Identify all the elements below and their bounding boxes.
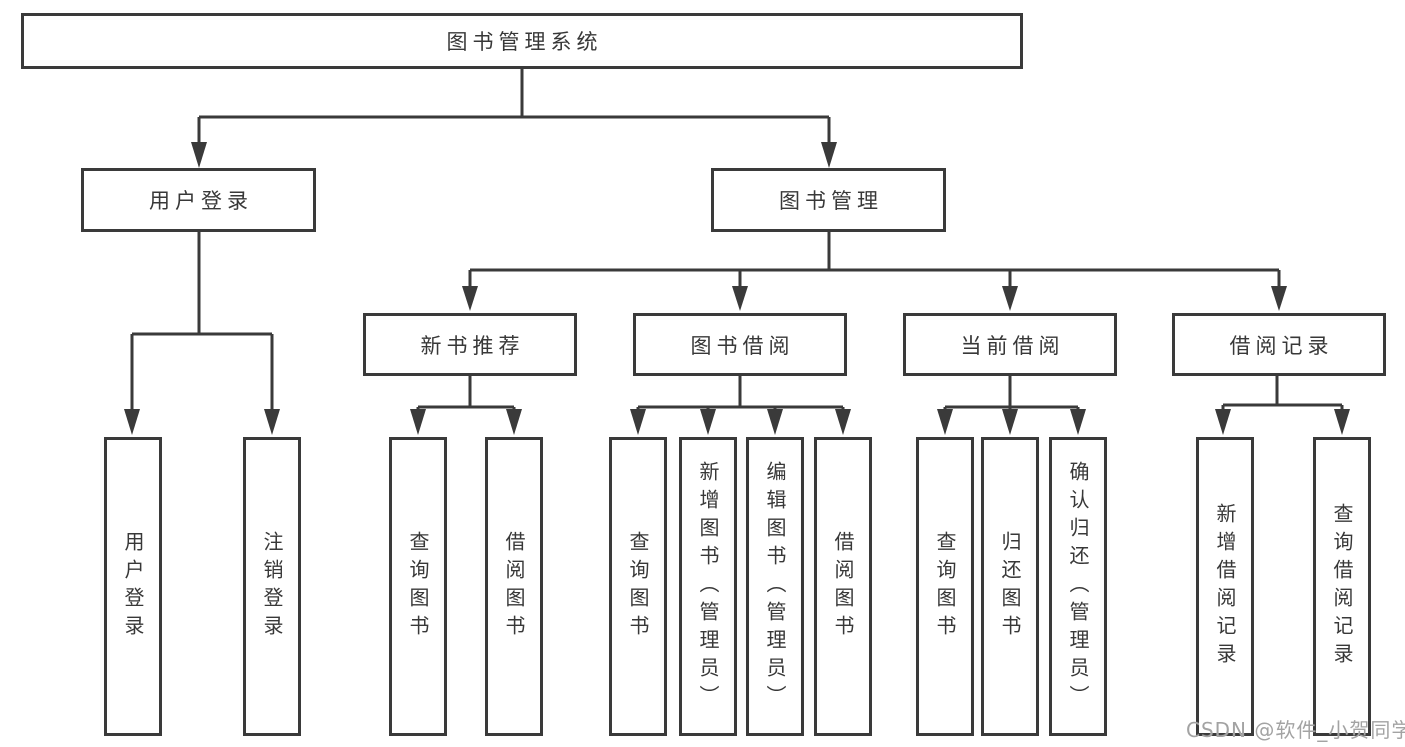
leaf-confirm-return-admin: 确认归还（管理员） [1049, 437, 1107, 736]
leaf-borrow-books-borrowing: 借阅图书 [814, 437, 872, 736]
node-label: 图书管理 [779, 189, 883, 213]
connector-new-book-recommend [416, 376, 516, 411]
leaf-user-login: 用户登录 [104, 437, 162, 736]
node-label: 图书管理系统 [446, 30, 603, 54]
arrow-leaf-confirm-return [1070, 409, 1086, 435]
arrow-leaf-query-books-bor [630, 409, 646, 435]
node-label: 归还图书 [998, 530, 1022, 643]
node-label: 用户登录 [121, 530, 145, 643]
node-label: 当前借阅 [960, 333, 1065, 358]
node-label: 注销登录 [260, 530, 284, 643]
arrow-user-login [191, 142, 207, 168]
node-current-borrowing: 当前借阅 [903, 313, 1117, 376]
connector-current-borrowing [943, 376, 1080, 411]
node-user-login: 用户登录 [81, 168, 316, 232]
node-label: 编辑图书（管理员） [763, 460, 787, 713]
leaf-return-books: 归还图书 [981, 437, 1039, 736]
node-label: 确认归还（管理员） [1066, 460, 1090, 713]
arrow-leaf-add-record [1215, 409, 1231, 435]
arrow-current-borrowing [1002, 286, 1018, 311]
node-label: 查询图书 [626, 530, 650, 643]
node-label: 用户登录 [149, 189, 253, 213]
csdn-watermark: CSDN @软件_小贺同学 [1186, 718, 1405, 742]
leaf-borrow-books-recommend: 借阅图书 [485, 437, 543, 736]
node-new-book-recommend: 新书推荐 [363, 313, 577, 376]
node-library-management-system: 图书管理系统 [21, 13, 1023, 69]
leaf-query-books-recommend: 查询图书 [389, 437, 447, 736]
arrow-new-book-recommend [462, 286, 478, 311]
node-label: 借阅记录 [1229, 333, 1334, 358]
leaf-add-borrow-record: 新增借阅记录 [1196, 437, 1254, 736]
connector-borrowing-records [1221, 376, 1344, 411]
node-label: 新书推荐 [420, 333, 525, 358]
arrow-borrowing-records [1271, 286, 1287, 311]
node-book-borrowing: 图书借阅 [633, 313, 847, 376]
leaf-query-books-borrowing: 查询图书 [609, 437, 667, 736]
node-label: 借阅图书 [502, 530, 526, 643]
connector-book-management [468, 232, 1281, 289]
arrow-leaf-query-record [1334, 409, 1350, 435]
arrow-leaf-borrow-books-rec [506, 409, 522, 435]
node-borrowing-records: 借阅记录 [1172, 313, 1386, 376]
arrow-book-management [821, 142, 837, 168]
node-label: 借阅图书 [831, 530, 855, 643]
node-book-management: 图书管理 [711, 168, 946, 232]
arrow-leaf-borrow-books-bor [835, 409, 851, 435]
arrow-leaf-add-books [700, 409, 716, 435]
node-label: 查询图书 [933, 530, 957, 643]
node-label: 查询图书 [406, 530, 430, 643]
arrow-leaf-query-books-rec [410, 409, 426, 435]
node-label: 图书借阅 [690, 333, 795, 358]
arrow-leaf-edit-books [767, 409, 783, 435]
arrow-leaf-logout [264, 409, 280, 435]
node-label: 新增借阅记录 [1213, 502, 1237, 671]
arrow-leaf-user-login [124, 409, 140, 435]
node-label: 新增图书（管理员） [696, 460, 720, 713]
leaf-query-books-current: 查询图书 [916, 437, 974, 736]
arrow-book-borrowing [732, 286, 748, 311]
leaf-add-books-admin: 新增图书（管理员） [679, 437, 737, 736]
leaf-logout: 注销登录 [243, 437, 301, 736]
connector-root-trunk [197, 69, 831, 146]
leaf-query-borrow-record: 查询借阅记录 [1313, 437, 1371, 736]
arrow-leaf-query-books-cur [937, 409, 953, 435]
connector-book-borrowing [636, 376, 845, 411]
connector-user-login [130, 232, 274, 412]
leaf-edit-books-admin: 编辑图书（管理员） [746, 437, 804, 736]
node-label: 查询借阅记录 [1330, 502, 1354, 671]
arrow-leaf-return-books [1002, 409, 1018, 435]
